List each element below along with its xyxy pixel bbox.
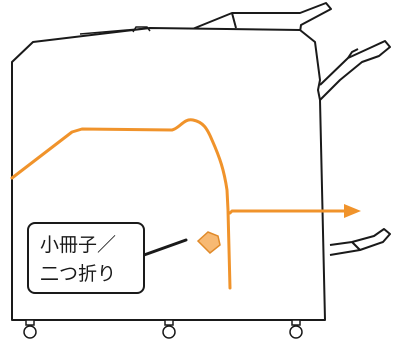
body-top-edge (79, 27, 151, 35)
callout-line-2: 二つ折り (40, 263, 116, 285)
paper-path-exit (228, 209, 350, 215)
exit-arrow-head (344, 204, 361, 218)
paper-path (10, 118, 361, 290)
caster-wheel-middle (162, 325, 176, 339)
lower-output-tray (329, 228, 391, 256)
top-handle (132, 26, 151, 33)
casters (23, 319, 303, 339)
callout-leader-line (142, 238, 188, 257)
caster-mount-right (291, 319, 301, 326)
caster-wheel-right (289, 325, 303, 339)
caster-mount-middle (164, 319, 174, 326)
booklet-unit-marker (196, 231, 221, 255)
top-output-tray (189, 2, 332, 33)
callout-line-1: 小冊子／ (40, 234, 116, 256)
callout-box: 小冊子／ 二つ折り (27, 222, 145, 294)
paper-path-main (10, 118, 232, 290)
caster-mount-left (25, 319, 35, 326)
middle-output-tray (319, 40, 391, 101)
caster-wheel-left (23, 325, 37, 339)
